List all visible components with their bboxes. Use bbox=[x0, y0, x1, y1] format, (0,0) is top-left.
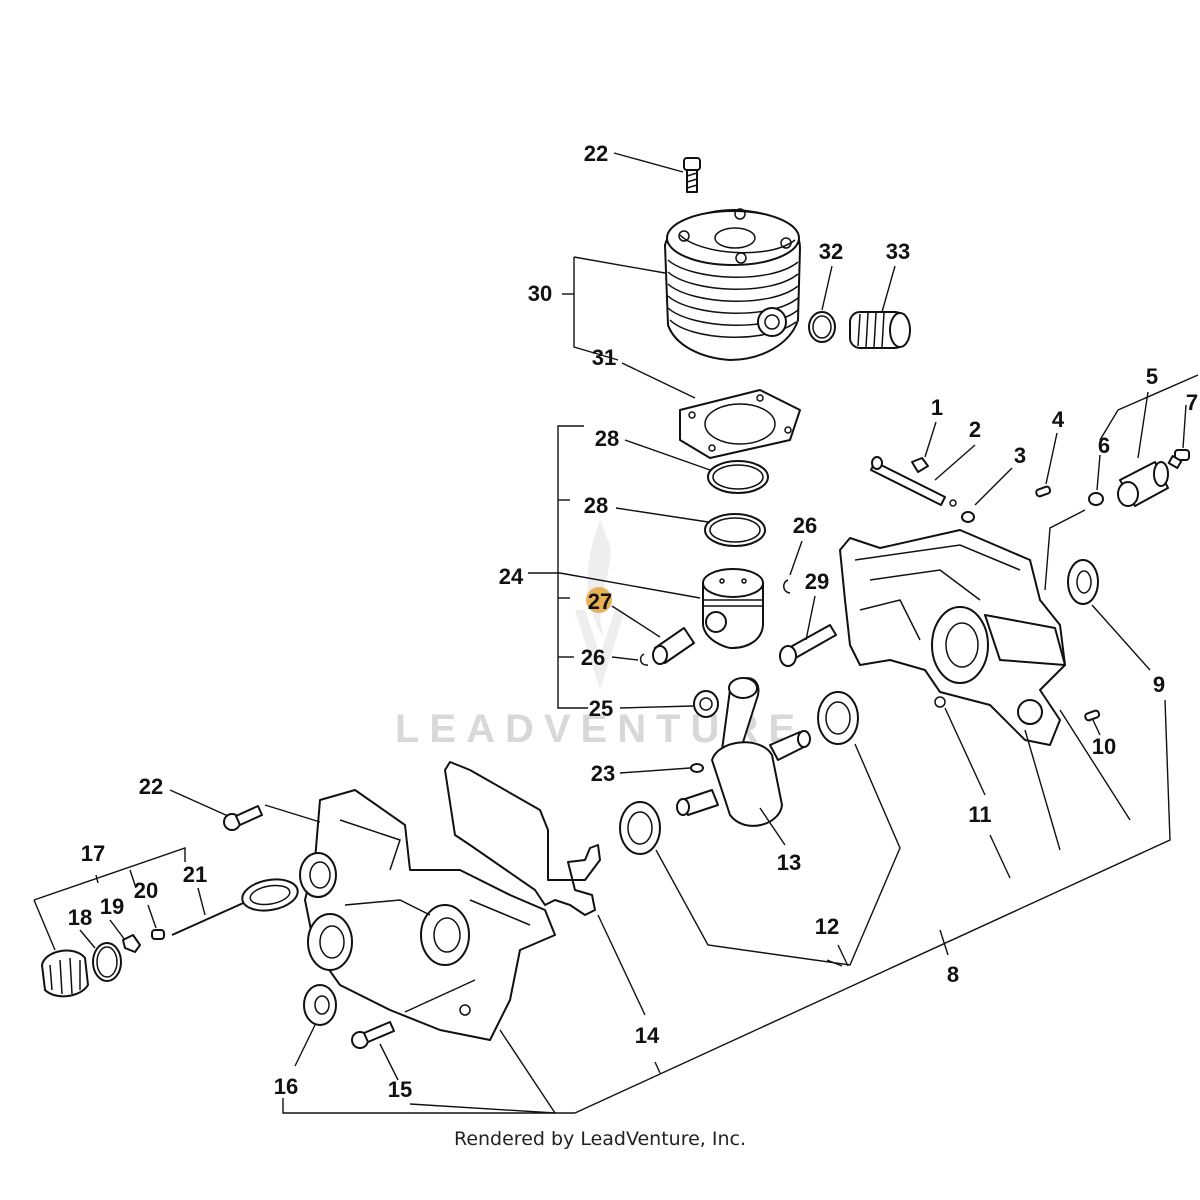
callout-11[interactable]: 11 bbox=[968, 802, 991, 827]
circlip-26-left[interactable] bbox=[639, 653, 649, 666]
decompression-valve-33[interactable] bbox=[849, 311, 911, 349]
washer-6[interactable] bbox=[1088, 492, 1104, 506]
callout-30[interactable]: 30 bbox=[528, 281, 552, 306]
key-23[interactable] bbox=[690, 763, 704, 773]
callout-17[interactable]: 17 bbox=[81, 841, 105, 866]
callout-9[interactable]: 9 bbox=[1153, 672, 1165, 697]
callout-13[interactable]: 13 bbox=[777, 850, 801, 875]
bolt-29[interactable] bbox=[779, 624, 837, 667]
crankcase-left-half[interactable] bbox=[299, 789, 556, 1041]
cylinder-30[interactable] bbox=[664, 208, 801, 361]
piston-24[interactable] bbox=[702, 568, 764, 649]
footer-credit: Rendered by LeadVenture, Inc. bbox=[453, 1128, 747, 1150]
callout-7[interactable]: 7 bbox=[1186, 390, 1198, 415]
callout-2[interactable]: 2 bbox=[969, 417, 981, 442]
oil-seal-9[interactable] bbox=[1067, 559, 1099, 605]
clip-19[interactable] bbox=[122, 934, 141, 953]
crank-bearing-right[interactable] bbox=[817, 691, 859, 745]
callout-27[interactable]: 27 bbox=[588, 589, 612, 614]
callout-26-left[interactable]: 26 bbox=[581, 645, 605, 670]
callout-10[interactable]: 10 bbox=[1092, 734, 1116, 759]
nut-1[interactable] bbox=[911, 457, 929, 473]
chain-catcher-5[interactable] bbox=[1117, 461, 1169, 507]
callout-22-top[interactable]: 22 bbox=[584, 141, 608, 166]
callout-15[interactable]: 15 bbox=[388, 1077, 412, 1102]
pin-4[interactable] bbox=[1035, 485, 1052, 498]
callout-5[interactable]: 5 bbox=[1146, 364, 1158, 389]
callout-32[interactable]: 32 bbox=[819, 239, 843, 264]
o-ring-32-inner bbox=[812, 315, 832, 339]
callout-28-a[interactable]: 28 bbox=[595, 426, 619, 451]
callout-20[interactable]: 20 bbox=[134, 878, 158, 903]
callout-31[interactable]: 31 bbox=[592, 345, 616, 370]
callout-22-left[interactable]: 22 bbox=[139, 774, 163, 799]
crankcase-gasket-14[interactable] bbox=[444, 761, 601, 916]
callout-33[interactable]: 33 bbox=[886, 239, 910, 264]
piston-ring-28-bottom[interactable] bbox=[704, 513, 766, 547]
callout-4[interactable]: 4 bbox=[1052, 407, 1065, 432]
callout-19[interactable]: 19 bbox=[100, 894, 124, 919]
leader-lines bbox=[33, 152, 1199, 1114]
piston-pin-27[interactable] bbox=[652, 627, 695, 665]
callout-16[interactable]: 16 bbox=[274, 1074, 298, 1099]
callout-1[interactable]: 1 bbox=[931, 395, 943, 420]
callout-12[interactable]: 12 bbox=[815, 914, 839, 939]
needle-bearing-25[interactable] bbox=[693, 690, 719, 718]
callout-26-right[interactable]: 26 bbox=[793, 513, 817, 538]
cylinder-gasket-31[interactable] bbox=[679, 389, 801, 459]
screw-22-left[interactable] bbox=[223, 805, 263, 831]
callout-25[interactable]: 25 bbox=[589, 696, 613, 721]
callout-28-b[interactable]: 28 bbox=[584, 493, 608, 518]
crank-bearing-left[interactable] bbox=[619, 801, 661, 855]
dowel-10[interactable] bbox=[1084, 709, 1101, 722]
o-ring-18-inner bbox=[96, 946, 118, 978]
callout-24[interactable]: 24 bbox=[499, 564, 524, 589]
tank-cap-17[interactable] bbox=[41, 949, 89, 998]
screw-20[interactable] bbox=[151, 929, 165, 940]
cylinder-screw-22[interactable] bbox=[683, 157, 701, 193]
piston-ring-28-top[interactable] bbox=[707, 460, 769, 494]
callout-23[interactable]: 23 bbox=[591, 761, 615, 786]
crankshaft-13[interactable] bbox=[676, 677, 811, 827]
callout-labels: 22 30 31 32 33 28 28 24 27 26 26 25 29 2… bbox=[68, 141, 1198, 1102]
adjusting-screw-2[interactable] bbox=[870, 456, 957, 507]
oil-seal-16[interactable] bbox=[303, 984, 337, 1026]
callout-8[interactable]: 8 bbox=[947, 962, 959, 987]
washer-3[interactable] bbox=[961, 511, 975, 523]
screw-7[interactable] bbox=[1167, 449, 1190, 469]
callout-14[interactable]: 14 bbox=[635, 1023, 660, 1048]
callout-6[interactable]: 6 bbox=[1098, 433, 1110, 458]
callout-3[interactable]: 3 bbox=[1014, 443, 1026, 468]
screw-15[interactable] bbox=[351, 1021, 395, 1049]
callout-21[interactable]: 21 bbox=[183, 862, 207, 887]
circlip-26-right[interactable] bbox=[783, 579, 791, 594]
callout-18[interactable]: 18 bbox=[68, 905, 92, 930]
callout-29[interactable]: 29 bbox=[805, 569, 829, 594]
oil-pickup-21[interactable] bbox=[171, 875, 300, 936]
highlight-marker bbox=[586, 587, 612, 613]
crankcase-right-half[interactable] bbox=[839, 529, 1066, 746]
